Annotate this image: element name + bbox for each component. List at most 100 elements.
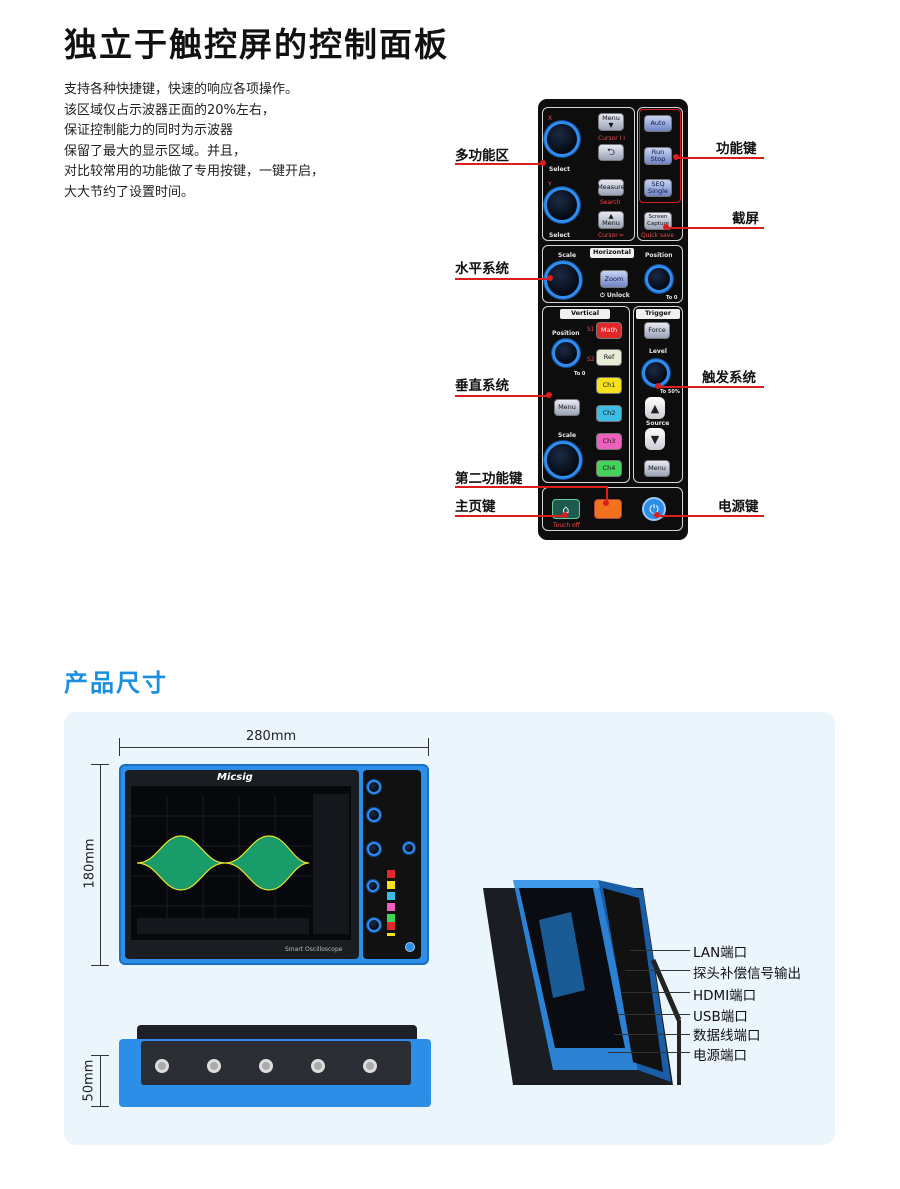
bnc-connector [259,1059,273,1073]
menu-down-button[interactable]: ▲Menu [598,211,624,229]
ch3-button[interactable]: Ch3 [596,433,622,450]
callout-dot [603,500,609,506]
capture-label: Capture [647,221,669,227]
intro-line: 对比较常用的功能做了专用按键，一键开启， [64,164,325,179]
run-stop-label: Stop [650,155,666,163]
bnc-connector [207,1059,221,1073]
port-label-power: 电源端口 [693,1048,747,1064]
dimension-tick [91,764,109,765]
level-label: Level [649,348,667,355]
power-icon: ⏻ [649,501,659,516]
unlock-label: ⏻ Unlock [600,292,630,299]
to50-label: To 50% [660,389,680,395]
zoom-button[interactable]: Zoom [600,270,628,288]
back-button[interactable]: ⮌ [598,144,624,161]
home-button[interactable]: ⌂ [552,499,580,519]
port-label-usb: USB端口 [693,1009,748,1025]
callout-line [455,486,607,488]
screen-bezel: Micsig Smart Oscilloscope [125,770,359,959]
h-scale-knob[interactable] [544,261,582,299]
search-label: Search [600,199,621,206]
intro-line: 保证控制能力的同时为示波器 [64,123,234,138]
dimension-tick [91,1055,109,1056]
h-position-label: Position [645,252,673,259]
mini-knob [367,780,381,794]
port-callout-line [625,970,690,971]
ch1-button[interactable]: Ch1 [596,377,622,394]
y-select-knob[interactable] [544,187,580,223]
depth-label: 50mm [81,1059,97,1102]
bnc-connector [155,1059,169,1073]
depth-dimension-line [100,1055,101,1107]
mini-knob [403,842,415,854]
select-label: Select [549,232,570,239]
x-select-knob[interactable] [544,121,580,157]
callout-function-keys: 功能键 [716,141,757,157]
trigger-menu-button[interactable]: Menu [644,460,670,477]
bottom-section [542,487,683,531]
port-callout-line [630,950,690,951]
h-position-knob[interactable] [645,265,673,293]
ref-button[interactable]: Ref [596,349,622,366]
ch4-button[interactable]: Ch4 [596,460,622,477]
model-label: Smart Oscilloscope [285,946,343,953]
to0-label: To 0 [574,371,586,377]
callout-horizontal: 水平系统 [455,261,509,277]
oscilloscope-screen [131,786,351,940]
seq-label: SEQ [651,180,665,188]
auto-button[interactable]: Auto [644,115,672,132]
port-label-hdmi: HDMI端口 [693,988,757,1004]
height-label: 180mm [82,838,98,889]
horizontal-section [542,245,683,303]
h-scale-label: Scale [558,252,577,259]
source-up-button[interactable]: ▲ [645,397,665,419]
y-label: Y [548,181,552,188]
source-down-button[interactable]: ▼ [645,428,665,450]
waveform-envelope [136,835,310,891]
function-keys-highlight [639,109,681,203]
intro-line: 大大节约了设置时间。 [64,184,195,200]
device-side-body [119,1039,431,1107]
menu-label: Menu [602,114,620,122]
trigger-section [633,306,683,483]
callout-screenshot: 截屏 [732,211,759,227]
mini-button-stack [387,870,395,936]
device-side-view [119,1025,431,1107]
s2-label: S2 [587,356,595,363]
ch2-button[interactable]: Ch2 [596,405,622,422]
intro-line: 支持各种快捷键，快速的响应各项操作。 [64,82,299,97]
port-callout-line [618,1014,690,1015]
callout-vertical: 垂直系统 [455,378,509,394]
mini-power [405,942,415,952]
port-label-probe-comp: 探头补偿信号输出 [693,966,801,982]
port-callout-line [608,1052,690,1053]
trigger-header: Trigger [636,309,680,319]
intro-line: 保留了最大的显示区域。并且， [64,143,247,159]
v-position-knob[interactable] [552,339,580,367]
callout-home: 主页键 [455,499,496,515]
v-scale-knob[interactable] [544,441,582,479]
section-title: 产品尺寸 [64,669,168,697]
vertical-menu-button[interactable]: Menu [554,399,580,416]
callout-multi-function: 多功能区 [455,148,509,164]
bnc-connector [311,1059,325,1073]
power-button[interactable]: ⏻ [642,497,666,521]
vertical-section [542,306,630,483]
horizontal-header: Horizontal [590,248,634,258]
waveform-display [131,794,349,934]
callout-dot [546,392,552,398]
home-icon: ⌂ [562,502,570,516]
math-button[interactable]: Math [596,322,622,339]
height-dimension-line [100,764,101,966]
force-button[interactable]: Force [644,322,670,339]
callout-second-function: 第二功能键 [455,471,523,487]
measure-button[interactable]: Measure [597,179,625,196]
callout-trigger: 触发系统 [702,370,756,386]
second-function-button[interactable] [594,499,622,519]
menu-up-button[interactable]: Menu▼ [598,113,624,131]
callout-dot [547,275,553,281]
callout-line [657,515,764,517]
callout-line [658,386,764,388]
